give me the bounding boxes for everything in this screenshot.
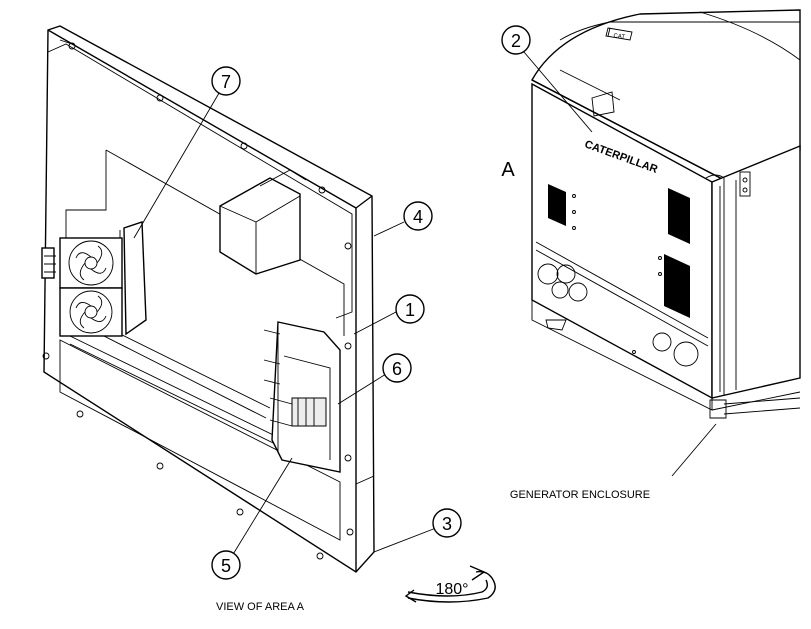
area-letter: A [501,159,515,181]
callout-2: 2 [501,25,531,55]
svg-text:6: 6 [392,359,402,379]
svg-text:3: 3 [442,514,452,534]
svg-text:1: 1 [405,300,415,320]
control-module [263,321,341,473]
svg-text:5: 5 [221,556,231,576]
frame-bolts [42,42,354,560]
rotation-arrow-icon [404,565,496,603]
svg-text:2: 2 [511,31,521,51]
roof-label-text: CAT [613,33,626,41]
callout-6: 6 [382,353,412,383]
generator-enclosure: CAT [531,9,801,419]
door-panel-assembly [41,25,437,573]
vent-grills [548,184,690,318]
callout-4: 4 [403,201,433,231]
component-box [219,169,307,275]
callout-1: 1 [395,294,425,324]
callout-5: 5 [211,550,241,580]
fan-assembly [41,237,123,337]
view-of-area-label: VIEW OF AREA A [216,601,305,613]
callout-7: 7 [211,66,241,96]
svg-text:4: 4 [413,207,423,227]
generator-enclosure-label: GENERATOR ENCLOSURE [510,489,650,501]
svg-text:7: 7 [221,72,231,92]
callout-3: 3 [432,508,462,538]
rotation-label: 180° [435,581,468,598]
